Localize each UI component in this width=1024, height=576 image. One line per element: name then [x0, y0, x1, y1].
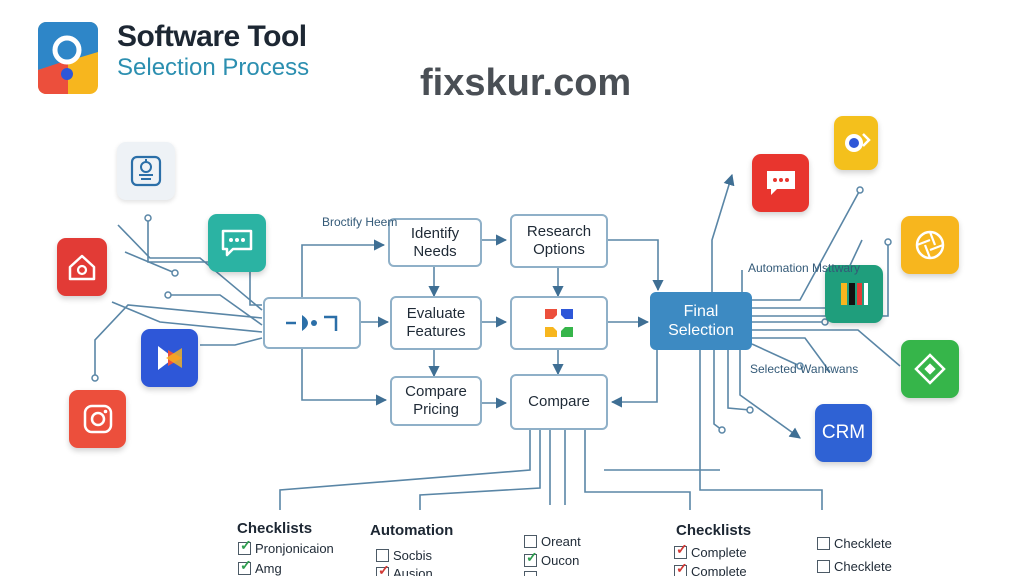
checklist-item-label: Oreant: [541, 534, 581, 549]
home-icon[interactable]: [57, 238, 107, 296]
chat-icon[interactable]: [752, 154, 809, 212]
robot-icon[interactable]: [117, 142, 175, 200]
checklist-header: Automation: [370, 522, 454, 539]
checklist-item[interactable]: ✓Oucon: [524, 549, 580, 568]
checkbox-checked[interactable]: ✓: [238, 537, 252, 555]
final-selection-label: Final Selection: [668, 303, 734, 339]
page-title: Software Tool: [117, 20, 307, 53]
hub-glyph-icon: [286, 315, 338, 331]
watermark-text: fixskur.com: [420, 62, 632, 104]
flow-step-research-options[interactable]: Research Options: [510, 214, 608, 268]
checklist-header: Checklists: [676, 522, 752, 539]
checklist-item[interactable]: Socbis: [376, 548, 432, 563]
checkbox-empty[interactable]: [376, 549, 389, 562]
checkbox-empty[interactable]: [817, 560, 830, 573]
page-subtitle: Selection Process: [117, 54, 310, 81]
checklist-item[interactable]: ✓Pronjonicaion: [238, 537, 334, 556]
flow-step-identify-needs[interactable]: Identify Needs: [388, 218, 482, 267]
checklist-item[interactable]: ✓Amg: [238, 557, 282, 576]
grid-icon[interactable]: [901, 340, 959, 398]
checkbox-empty[interactable]: [524, 571, 537, 576]
chat-icon[interactable]: [208, 214, 266, 272]
checkbox-checked[interactable]: ✓: [524, 549, 538, 567]
note-right-top: Automation Msttwary: [748, 261, 861, 275]
crm-label: CRM: [821, 422, 866, 443]
checkbox-checked[interactable]: ✓: [238, 557, 252, 575]
kite-icon[interactable]: [141, 329, 198, 387]
checklist-item-label: Oucon: [541, 553, 580, 568]
compare-pricing-label: Compare Pricing: [405, 383, 467, 418]
crm-icon[interactable]: CRM: [815, 404, 872, 462]
app-logo: [38, 22, 98, 94]
checklist-item[interactable]: ✓Complete: [674, 560, 747, 576]
flow-step-final-selection[interactable]: Final Selection: [650, 292, 752, 350]
bars-icon[interactable]: [825, 265, 883, 323]
central-hub-node[interactable]: [263, 297, 361, 349]
compare-label: Compare: [528, 393, 590, 410]
checkbox-crossed[interactable]: ✓: [376, 563, 390, 576]
checklist-header: Checklists: [237, 520, 313, 537]
checklist-item-label: Checklete: [834, 559, 892, 574]
checklist-item[interactable]: ✓Ausion: [376, 563, 433, 576]
research-options-label: Research Options: [526, 223, 592, 258]
checklist-item[interactable]: Checklete: [817, 536, 892, 551]
flow-step-compare-pricing[interactable]: Compare Pricing: [390, 376, 482, 426]
badge-icon[interactable]: [834, 116, 878, 170]
checkbox-crossed[interactable]: ✓: [674, 560, 688, 576]
checkbox-empty[interactable]: [817, 537, 830, 550]
camera-icon[interactable]: [69, 390, 126, 448]
checklist-item-label: Socbis: [393, 548, 433, 563]
checklist-item[interactable]: Oreant: [524, 534, 581, 549]
flow-step-compare[interactable]: Compare: [510, 374, 608, 430]
checklist-item-label: Checklete: [834, 536, 892, 551]
puzzle-icon: [545, 309, 573, 337]
checklist-item[interactable]: [524, 571, 537, 576]
identify-needs-label: Identify Needs: [410, 224, 460, 260]
checklist-item-label: Complete: [691, 564, 747, 576]
note-right-bottom: Selected Wankwans: [750, 362, 859, 376]
checkbox-empty[interactable]: [524, 535, 537, 548]
checklist-item[interactable]: Checklete: [817, 559, 892, 574]
checkbox-crossed[interactable]: ✓: [674, 541, 688, 559]
flow-step-evaluate-features[interactable]: Evaluate Features: [390, 296, 482, 350]
checklist-item-label: Pronjonicaion: [255, 541, 334, 556]
checklist-item-label: Complete: [691, 545, 747, 560]
aperture-icon[interactable]: [901, 216, 959, 274]
checklist-item-label: Amg: [255, 561, 282, 576]
checklist-item[interactable]: ✓Complete: [674, 541, 747, 560]
note-left: Broctify Heem: [322, 215, 398, 229]
checklist-item-label: Ausion: [393, 566, 433, 576]
evaluate-features-label: Evaluate Features: [406, 305, 466, 340]
flow-step-puzzle-node[interactable]: [510, 296, 608, 350]
